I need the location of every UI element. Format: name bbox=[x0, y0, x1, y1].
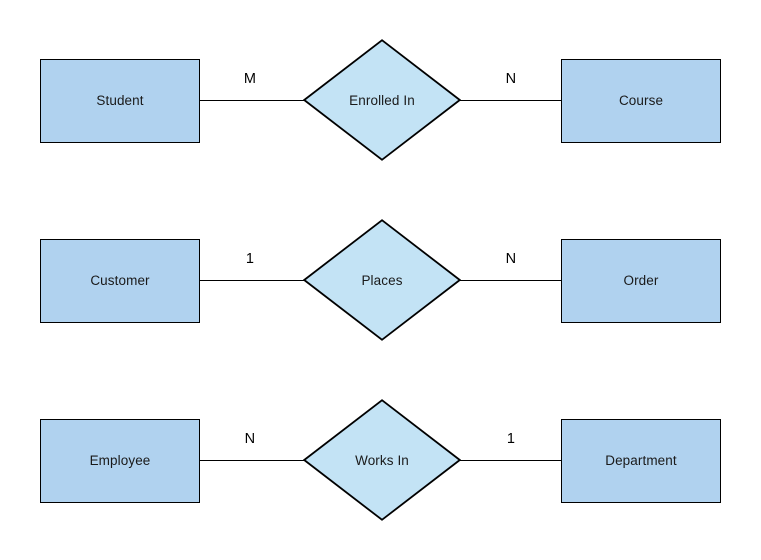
connector-line-right bbox=[460, 460, 562, 461]
relationship-diamond-enrolled-in[interactable]: Enrolled In bbox=[303, 39, 461, 161]
cardinality-label-left: N bbox=[244, 431, 256, 447]
entity-label: Employee bbox=[89, 452, 151, 468]
diamond-shape-icon bbox=[303, 219, 461, 341]
entity-label: Department bbox=[605, 452, 677, 468]
cardinality-label-left: 1 bbox=[245, 251, 255, 267]
er-relationship-row: Employee N Works In 1 Department bbox=[0, 370, 761, 550]
connector-line-right bbox=[460, 280, 562, 281]
cardinality-label-right: 1 bbox=[506, 431, 516, 447]
entity-box-order[interactable]: Order bbox=[561, 239, 721, 323]
entity-box-course[interactable]: Course bbox=[561, 59, 721, 143]
entity-box-department[interactable]: Department bbox=[561, 419, 721, 503]
diamond-shape-icon bbox=[303, 39, 461, 161]
connector-line-left bbox=[200, 280, 304, 281]
relationship-label: Works In bbox=[355, 452, 409, 468]
relationship-label: Enrolled In bbox=[349, 92, 415, 108]
relationship-label: Places bbox=[361, 272, 403, 288]
cardinality-label-right: N bbox=[505, 251, 517, 267]
entity-box-customer[interactable]: Customer bbox=[40, 239, 200, 323]
relationship-diamond-works-in[interactable]: Works In bbox=[303, 399, 461, 521]
connector-line-left bbox=[200, 100, 304, 101]
cardinality-label-left: M bbox=[243, 71, 257, 87]
er-relationship-row: Customer 1 Places N Order bbox=[0, 190, 761, 370]
entity-label: Customer bbox=[90, 272, 150, 288]
entity-box-employee[interactable]: Employee bbox=[40, 419, 200, 503]
entity-box-student[interactable]: Student bbox=[40, 59, 200, 143]
cardinality-label-right: N bbox=[505, 71, 517, 87]
er-relationship-row: Student M Enrolled In N Course bbox=[0, 10, 761, 190]
entity-label: Course bbox=[618, 92, 664, 108]
relationship-diamond-places[interactable]: Places bbox=[303, 219, 461, 341]
connector-line-left bbox=[200, 460, 304, 461]
entity-label: Student bbox=[96, 92, 144, 108]
connector-line-right bbox=[460, 100, 562, 101]
entity-label: Order bbox=[623, 272, 659, 288]
diamond-shape-icon bbox=[303, 399, 461, 521]
